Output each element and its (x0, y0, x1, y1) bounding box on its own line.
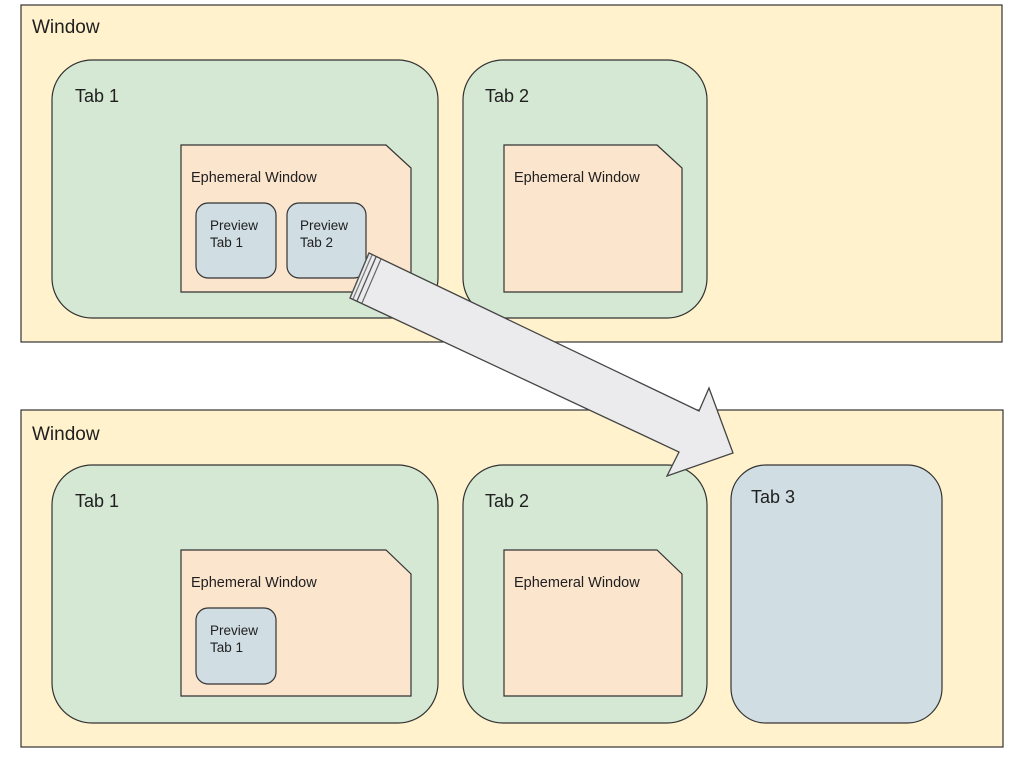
after-preview-tab-1-line2: Tab 1 (210, 640, 243, 655)
after-preview-tab-1-line1: Preview (210, 623, 258, 638)
before-preview-tab-1-line2: Tab 1 (210, 235, 243, 250)
after-tab-1-label: Tab 1 (75, 491, 119, 511)
window-before: Window Tab 1 Ephemeral Window Preview Ta… (20, 4, 1003, 343)
arrow-tail-stripe (361, 258, 382, 304)
after-tab-2-label: Tab 2 (485, 491, 529, 511)
window-after: Window Tab 1 Ephemeral Window Preview Ta… (20, 409, 1004, 748)
after-tab-1: Tab 1 Ephemeral Window Preview Tab 1 (51, 464, 439, 724)
before-tab-1-label: Tab 1 (75, 86, 119, 106)
arrow-tail-stripe (352, 254, 373, 300)
after-tab-3: Tab 3 (730, 464, 943, 724)
after-tab-2: Tab 2 Ephemeral Window (462, 464, 708, 724)
before-preview-tab-1-frame (195, 202, 277, 279)
before-preview-tab-1-line1: Preview (210, 218, 258, 233)
arrow-tail-stripe (356, 256, 377, 302)
before-tab-2-label: Tab 2 (485, 86, 529, 106)
before-tab-1-ephemeral-label: Ephemeral Window (191, 170, 317, 186)
after-preview-tab-1: Preview Tab 1 (195, 607, 277, 685)
before-preview-tab-2: Preview Tab 2 (286, 202, 367, 279)
window-after-label: Window (32, 424, 100, 445)
before-tab-1: Tab 1 Ephemeral Window Preview Tab 1 Pre… (51, 59, 439, 319)
after-tab-3-frame (730, 464, 943, 724)
after-tab-1-ephemeral-window: Ephemeral Window Preview Tab 1 (180, 549, 412, 697)
before-preview-tab-2-line2: Tab 2 (300, 235, 333, 250)
before-preview-tab-2-frame (286, 202, 367, 279)
before-preview-tab-1: Preview Tab 1 (195, 202, 277, 279)
after-preview-tab-1-frame (195, 607, 277, 685)
arrow-tail-stripe (349, 252, 370, 299)
after-tab-1-ephemeral-label: Ephemeral Window (191, 575, 317, 591)
before-tab-2-ephemeral-label: Ephemeral Window (514, 170, 640, 186)
before-tab-2-ephemeral-window: Ephemeral Window (503, 144, 683, 293)
after-tab-2-ephemeral-label: Ephemeral Window (514, 575, 640, 591)
before-tab-1-ephemeral-window: Ephemeral Window Preview Tab 1 Preview T… (180, 144, 412, 293)
before-tab-2: Tab 2 Ephemeral Window (462, 59, 708, 319)
move-arrow (349, 252, 734, 478)
after-tab-3-label: Tab 3 (751, 487, 795, 507)
arrow-body (349, 252, 734, 478)
after-tab-2-ephemeral-window: Ephemeral Window (503, 549, 683, 697)
after-tab-2-ephemeral-frame (503, 549, 683, 697)
before-preview-tab-2-line1: Preview (300, 218, 348, 233)
window-before-label: Window (32, 17, 100, 38)
before-tab-2-ephemeral-frame (503, 144, 683, 293)
